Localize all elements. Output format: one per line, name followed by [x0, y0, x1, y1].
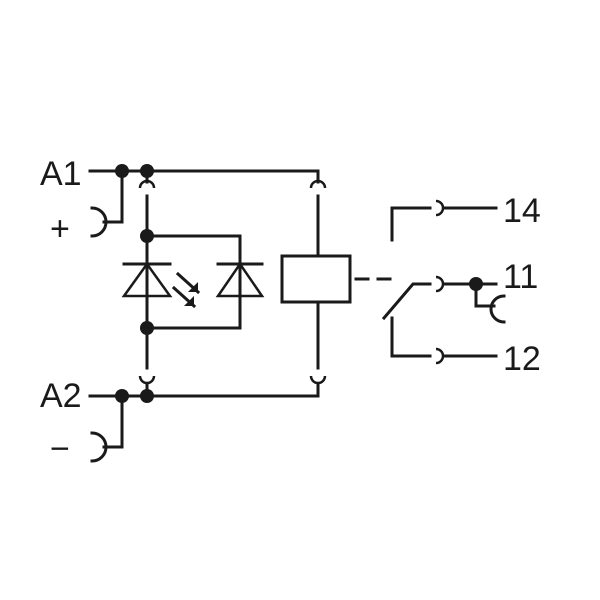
terminal-label-a2: A2 — [40, 377, 82, 415]
plug-connector-icon — [435, 199, 445, 217]
terminal-label-11: 11 — [503, 258, 538, 296]
a1-supply-rail — [88, 164, 320, 238]
relay-coil-wiring — [309, 169, 327, 398]
minus-connector-icon — [90, 431, 108, 463]
terminal-11-connector-icon — [489, 294, 506, 324]
led-branch-wiring — [138, 169, 242, 398]
plug-connector-icon — [309, 375, 327, 385]
plug-connector-icon — [435, 347, 445, 365]
diode-icon — [215, 261, 265, 298]
terminal-label-14: 14 — [503, 192, 541, 230]
polarity-label-minus: − — [50, 430, 70, 468]
relay-coil-icon — [280, 254, 352, 304]
plug-connector-icon — [309, 179, 327, 189]
plug-connector-icon — [138, 179, 156, 189]
plus-connector-icon — [90, 206, 108, 238]
plug-connector-icon — [138, 375, 156, 385]
polarity-label-plus: + — [50, 210, 70, 248]
plug-connector-icon — [435, 275, 445, 293]
a2-supply-rail — [88, 389, 320, 463]
changeover-contact — [381, 199, 506, 365]
terminal-label-a1: A1 — [40, 155, 82, 193]
led-icon — [121, 261, 201, 309]
terminal-label-12: 12 — [503, 340, 541, 378]
